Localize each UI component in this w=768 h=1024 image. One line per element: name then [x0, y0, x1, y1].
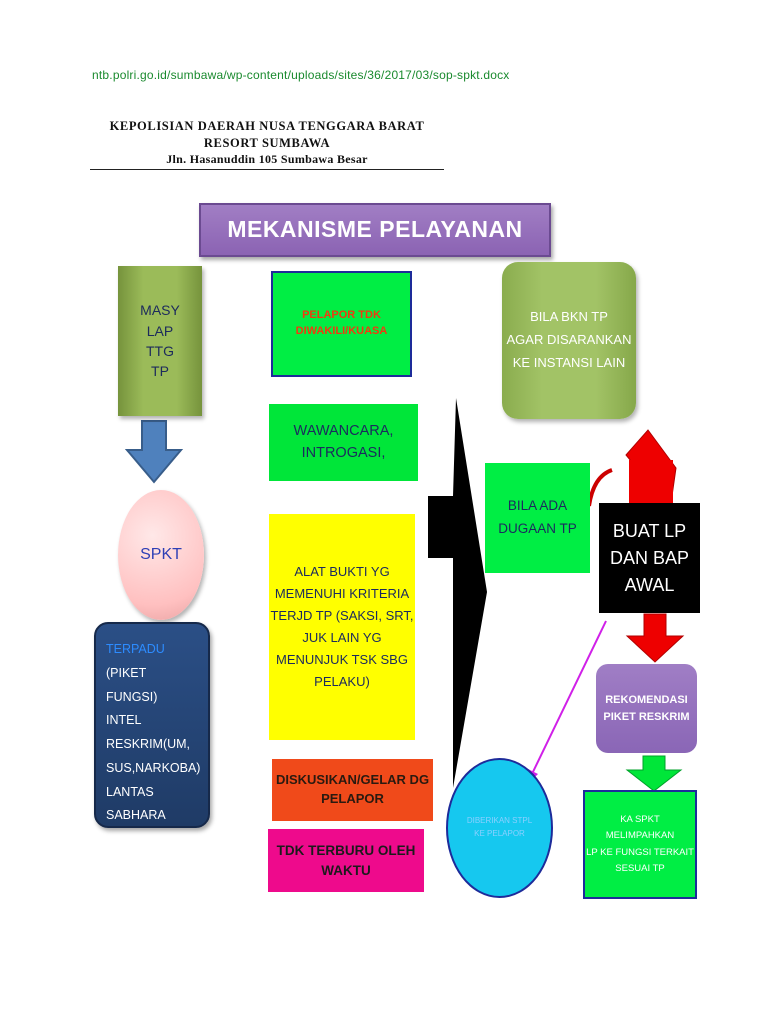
- bila-ada-line-1: BILA ADA: [507, 498, 568, 514]
- pelapor-line-2: DIWAKILI/KUASA: [295, 325, 388, 337]
- buat-lp-line-2: DAN BAP: [609, 547, 690, 568]
- pelapor-line-1: PELAPOR TDK: [302, 309, 381, 322]
- buat-lp-line-3: AWAL: [624, 574, 675, 595]
- terpadu-heading: TERPADU (PIKET FUNGSI): [106, 638, 198, 709]
- masy-line-3: TTG: [146, 343, 174, 359]
- box-alat-bukti: ALAT BUKTI YG MEMENUHI KRITERIA TERJD TP…: [269, 514, 415, 740]
- terpadu-piket: (PIKET FUNGSI): [106, 665, 158, 704]
- letterhead-address: Jln. Hasanuddin 105 Sumbawa Besar: [166, 152, 368, 166]
- red-curved-arrow: [587, 468, 613, 507]
- ka-spkt-line-2: LP KE FUNGSI TERKAIT: [586, 846, 694, 858]
- terpadu-line-sabhara: SABHARA: [106, 808, 166, 823]
- diagram-title: MEKANISME PELAYANAN: [199, 203, 551, 257]
- source-url[interactable]: ntb.polri.go.id/sumbawa/wp-content/uploa…: [92, 68, 510, 82]
- box-ka-spkt: KA SPKT MELIMPAHKAN LP KE FUNGSI TERKAIT…: [583, 790, 697, 899]
- box-bila-bkn-tp: BILA BKN TP AGAR DISARANKAN KE INSTANSI …: [502, 262, 636, 419]
- green-down-arrow: [625, 755, 683, 792]
- stpl-line-1: DIBERIKAN STPL: [466, 816, 533, 826]
- box-tdk-terburu: TDK TERBURU OLEH WAKTU: [268, 829, 424, 892]
- masy-line-2: LAP: [146, 322, 174, 339]
- bila-bkn-line-2: AGAR DISARANKAN: [506, 332, 632, 348]
- terpadu-line-lantas: LANTAS: [106, 784, 154, 799]
- wawancara-line-2: INTROGASI,: [301, 444, 386, 461]
- spkt-label: SPKT: [140, 546, 182, 564]
- tdk-line-2: WAKTU: [321, 862, 371, 878]
- rekomendasi-line-2: PIKET RESKRIM: [603, 710, 690, 723]
- letterhead-institution: KEPOLISIAN DAERAH NUSA TENGGARA BARAT: [109, 119, 425, 133]
- red-down-arrow: [625, 613, 685, 663]
- box-rekomendasi: REKOMENDASI PIKET RESKRIM: [596, 664, 697, 753]
- box-pelapor: PELAPOR TDK DIWAKILI/KUASA: [271, 271, 412, 377]
- box-diskusikan: DISKUSIKAN/GELAR DG PELAPOR: [272, 759, 433, 821]
- masy-line-4: TP: [151, 363, 169, 380]
- box-wawancara: WAWANCARA, INTROGASI,: [269, 404, 418, 481]
- masy-line-1: MASY: [140, 302, 180, 319]
- black-chevron-arrow: [428, 398, 487, 788]
- ka-spkt-line-1: KA SPKT MELIMPAHKAN: [605, 814, 675, 842]
- terpadu-line-reskrim: RESKRIM(UM, SUS,NARKOBA): [106, 737, 201, 775]
- rekomendasi-line-1: REKOMENDASI: [605, 694, 688, 706]
- bila-bkn-line-1: BILA BKN TP: [530, 309, 608, 325]
- blue-down-arrow: [124, 420, 184, 484]
- box-terpadu: TERPADU (PIKET FUNGSI) INTEL RESKRIM(UM,…: [94, 622, 210, 828]
- box-buat-lp: BUAT LP DAN BAP AWAL: [599, 503, 700, 613]
- tdk-line-1: TDK TERBURU OLEH: [276, 842, 416, 858]
- terpadu-highlight: TERPADU: [106, 642, 165, 656]
- letterhead-resort: RESORT SUMBAWA: [203, 136, 331, 150]
- diskusikan-line-2: PELAPOR: [321, 791, 384, 806]
- box-bila-ada-dugaan: BILA ADA DUGAAN TP: [485, 463, 590, 573]
- red-arrow-top-shaft: [629, 460, 673, 508]
- terpadu-line-intel: INTEL: [106, 713, 142, 728]
- buat-lp-line-1: BUAT LP: [612, 520, 687, 541]
- wawancara-line-1: WAWANCARA,: [293, 423, 394, 440]
- bila-ada-line-2: DUGAAN TP: [498, 521, 577, 536]
- magenta-connector: [530, 620, 607, 777]
- diskusikan-line-1: DISKUSIKAN/GELAR DG: [275, 772, 430, 788]
- bila-bkn-line-3: KE INSTANSI LAIN: [512, 354, 626, 370]
- stpl-circle: DIBERIKAN STPL KE PELAPOR: [446, 758, 553, 898]
- box-masyarakat-lapor: MASY LAP TTG TP: [118, 266, 202, 416]
- letterhead-divider: [90, 169, 444, 170]
- spkt-circle: SPKT: [118, 490, 204, 620]
- ka-spkt-line-3: SESUAI TP: [615, 862, 665, 874]
- alat-bukti-text: ALAT BUKTI YG MEMENUHI KRITERIA TERJD TP…: [270, 563, 414, 690]
- stpl-line-2: KE PELAPOR: [474, 829, 525, 838]
